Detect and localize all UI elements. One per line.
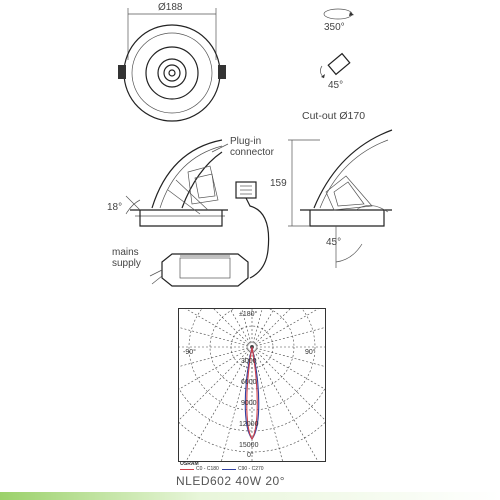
polar-spoke (251, 346, 325, 390)
top-view-downlight (118, 24, 226, 122)
side-view-right (300, 129, 393, 268)
legend-swatch-c0 (180, 469, 194, 470)
side-view-left (125, 139, 228, 227)
ring-label-4: 12000 (239, 421, 259, 428)
brand-label: OSRAM (180, 461, 199, 467)
polar-grid (179, 309, 325, 461)
plugin-leader (211, 143, 229, 153)
polar-right-label: 90° (305, 349, 316, 356)
cable (245, 197, 270, 279)
ring-label-5: 15000 (239, 442, 259, 449)
rotation-icon (323, 8, 354, 20)
polar-bottom-label: 0° (247, 452, 254, 459)
polar-spoke (185, 346, 253, 461)
polar-intensity-diagram: ±180° -90° 90° 0° 3000 6000 9000 12000 1… (178, 308, 326, 462)
height-dimension-line (288, 139, 320, 227)
polar-spoke (251, 346, 319, 461)
plugin-connector-label: Plug-in connector (230, 136, 274, 158)
connector-block (235, 181, 257, 199)
cutout-label: Cut-out Ø170 (302, 110, 366, 122)
ring-label-1: 3000 (241, 358, 257, 365)
tilt-label: 45° (328, 80, 344, 91)
driver-box (149, 253, 249, 287)
accent-bar (0, 492, 500, 500)
side-angle-label: 18° (107, 202, 123, 213)
height-label: 159 (270, 178, 287, 189)
legend-swatch-c90 (222, 469, 236, 470)
ring-label-3: 9000 (241, 400, 257, 407)
polar-spoke (251, 346, 325, 421)
mains-label-line2: supply (112, 258, 141, 269)
product-title: NLED602 40W 20° (176, 474, 286, 488)
tilt-icon (320, 52, 351, 79)
polar-top-label: ±180° (239, 311, 258, 318)
rotation-label: 350° (324, 22, 345, 33)
polar-left-label: -90° (183, 349, 196, 356)
polar-spoke (179, 346, 253, 421)
ring-label-2: 6000 (241, 379, 257, 386)
mains-supply-label: mains supply (112, 247, 141, 269)
curve-c0-c180 (246, 346, 258, 441)
polar-ring (188, 309, 316, 411)
plugin-label-line2: connector (230, 147, 274, 158)
legend-c90: C90 - C270 (238, 466, 264, 472)
diameter-label: Ø188 (158, 2, 183, 13)
plugin-label-line1: Plug-in (230, 136, 262, 147)
diameter-dimension-line (127, 8, 217, 60)
bottom-angle-label: 45° (326, 237, 342, 248)
polar-spoke (251, 309, 275, 348)
polar-spoke (179, 346, 253, 390)
legend-c0: C0 - C180 (196, 466, 219, 472)
mains-label-line1: mains (112, 247, 139, 258)
